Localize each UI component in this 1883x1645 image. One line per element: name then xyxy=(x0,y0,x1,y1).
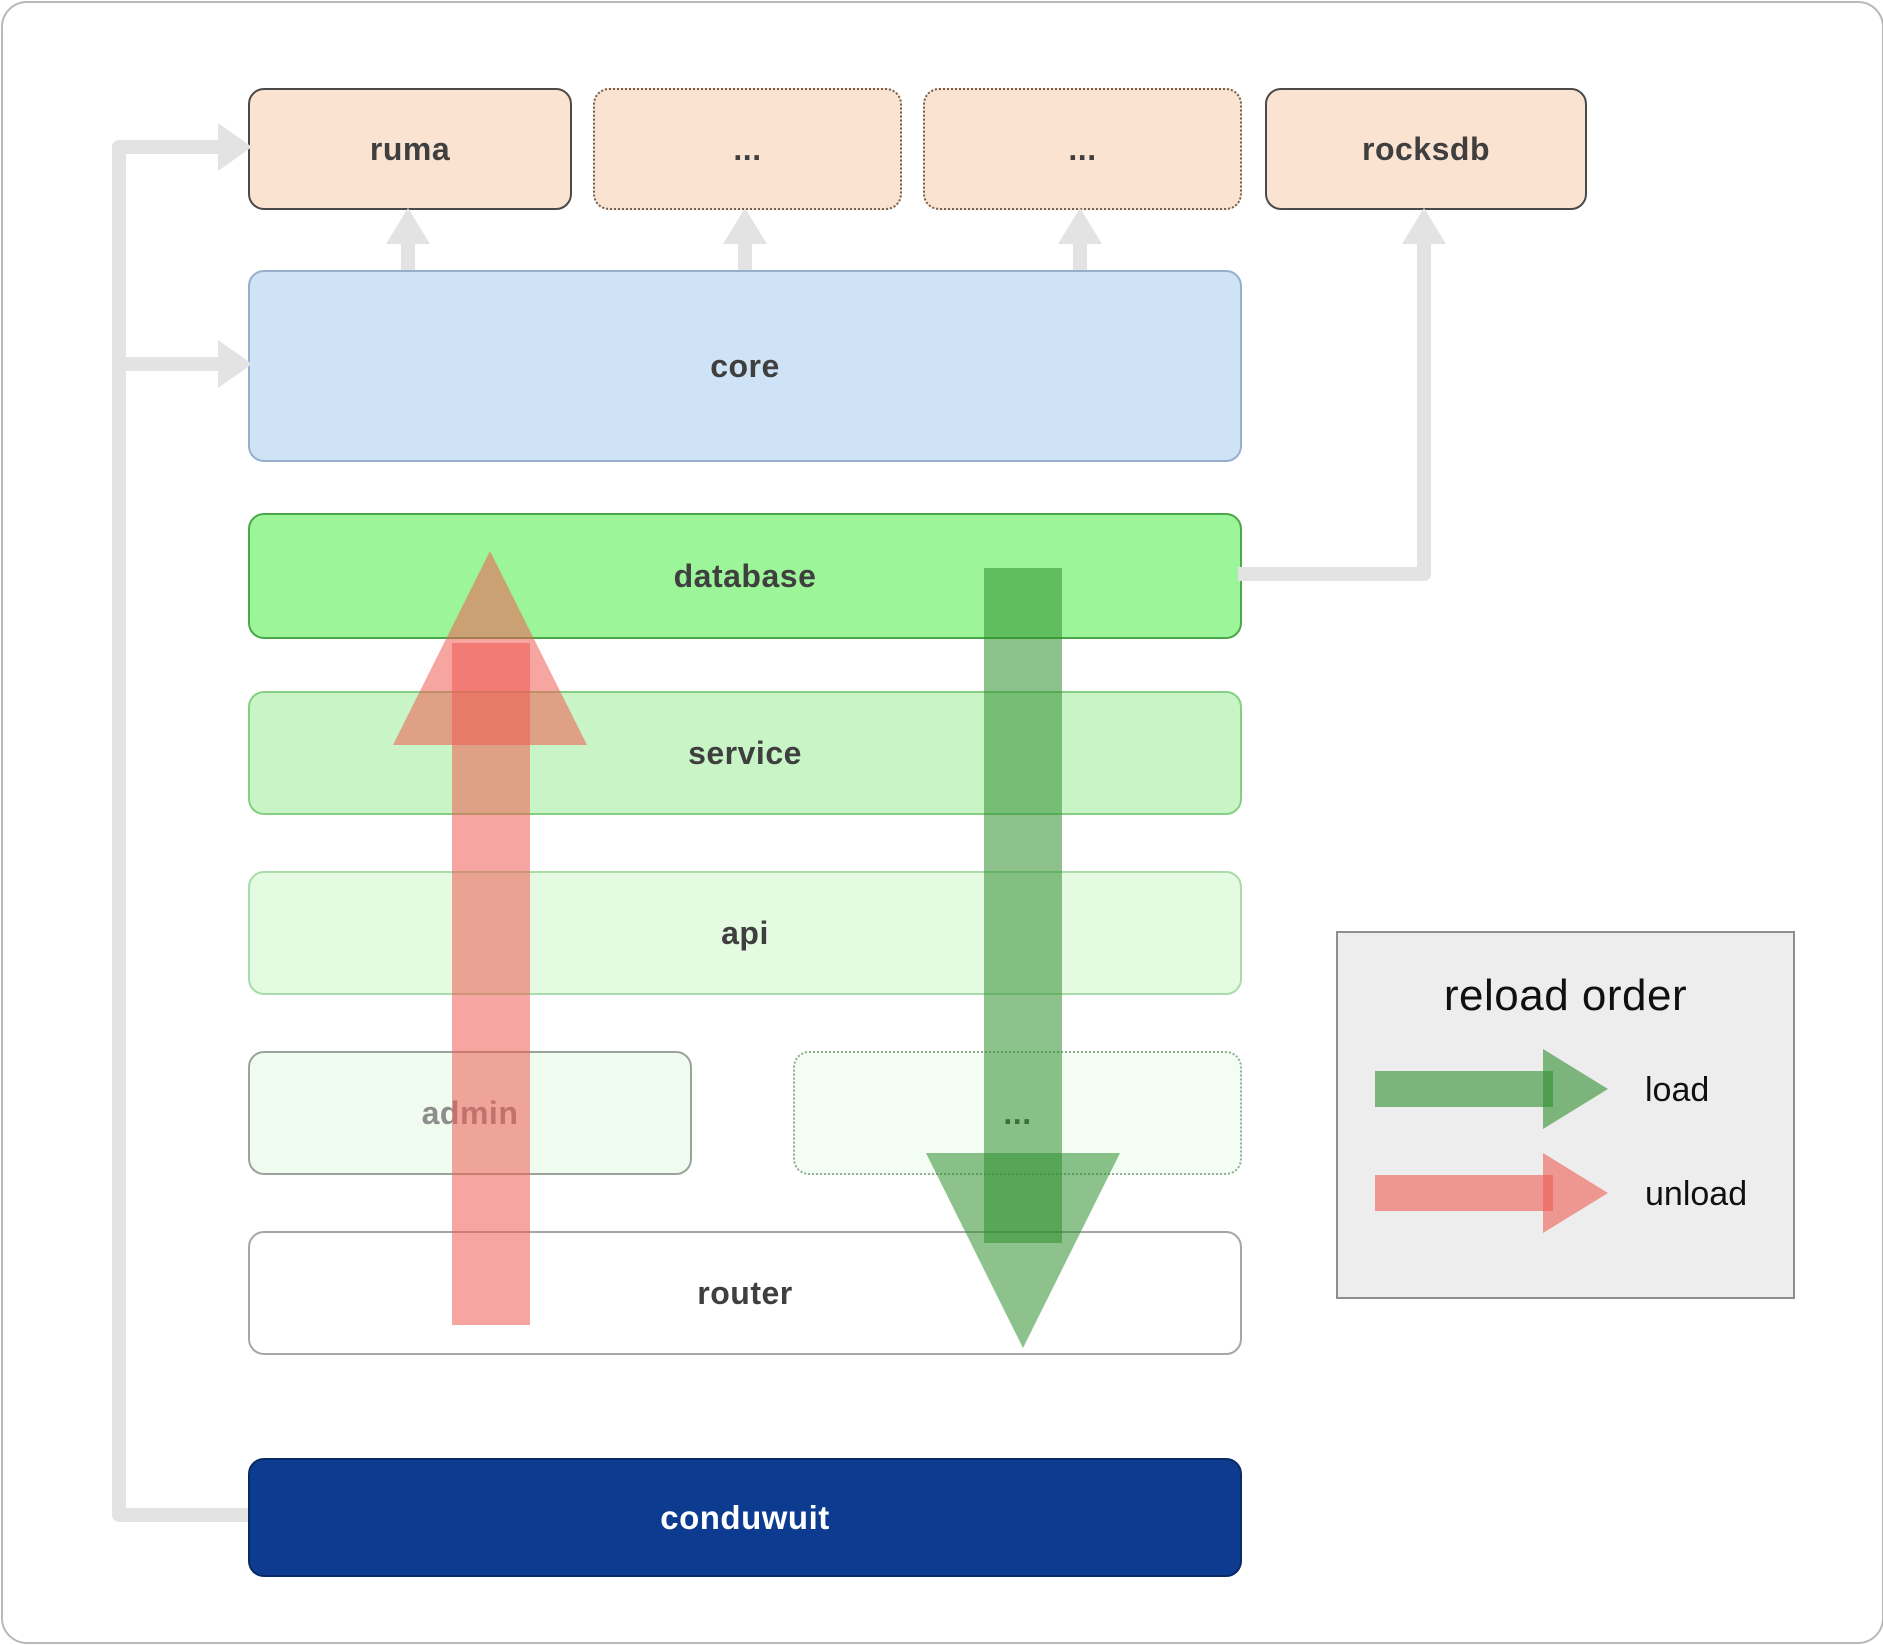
conduwuit-to-ruma-connector xyxy=(112,140,248,1522)
module-box-conduwuit: conduwuit xyxy=(248,1458,1242,1577)
module-box-core: core xyxy=(248,270,1242,462)
legend-load-label: load xyxy=(1645,1071,1710,1109)
diagram-overlay xyxy=(112,123,1608,1522)
database-to-rocksdb-connector xyxy=(1238,242,1431,581)
core-to-ruma-arrowhead-icon xyxy=(386,208,430,244)
module-box-ruma: ruma xyxy=(248,88,572,210)
ruma-arrowhead-icon xyxy=(218,123,252,171)
module-box-admin: admin xyxy=(248,1051,692,1175)
core-to-ellipsis1-arrowhead-icon xyxy=(723,208,767,244)
legend-panel: reload order load unload xyxy=(1336,931,1795,1299)
module-box-api: api xyxy=(248,871,1242,995)
rocksdb-arrowhead-icon xyxy=(1402,208,1446,244)
module-box-rocksdb: rocksdb xyxy=(1265,88,1587,210)
module-box-ellipsis-1: ... xyxy=(593,88,902,210)
core-arrowhead-icon xyxy=(218,340,252,388)
module-box-database: database xyxy=(248,513,1242,639)
module-box-service: service xyxy=(248,691,1242,815)
module-box-router: router xyxy=(248,1231,1242,1355)
legend-title: reload order xyxy=(1443,971,1688,1020)
module-box-ellipsis-3: ... xyxy=(793,1051,1242,1175)
legend-unload-label: unload xyxy=(1645,1175,1748,1213)
core-to-ellipsis2-arrowhead-icon xyxy=(1058,208,1102,244)
module-box-ellipsis-2: ... xyxy=(923,88,1242,210)
